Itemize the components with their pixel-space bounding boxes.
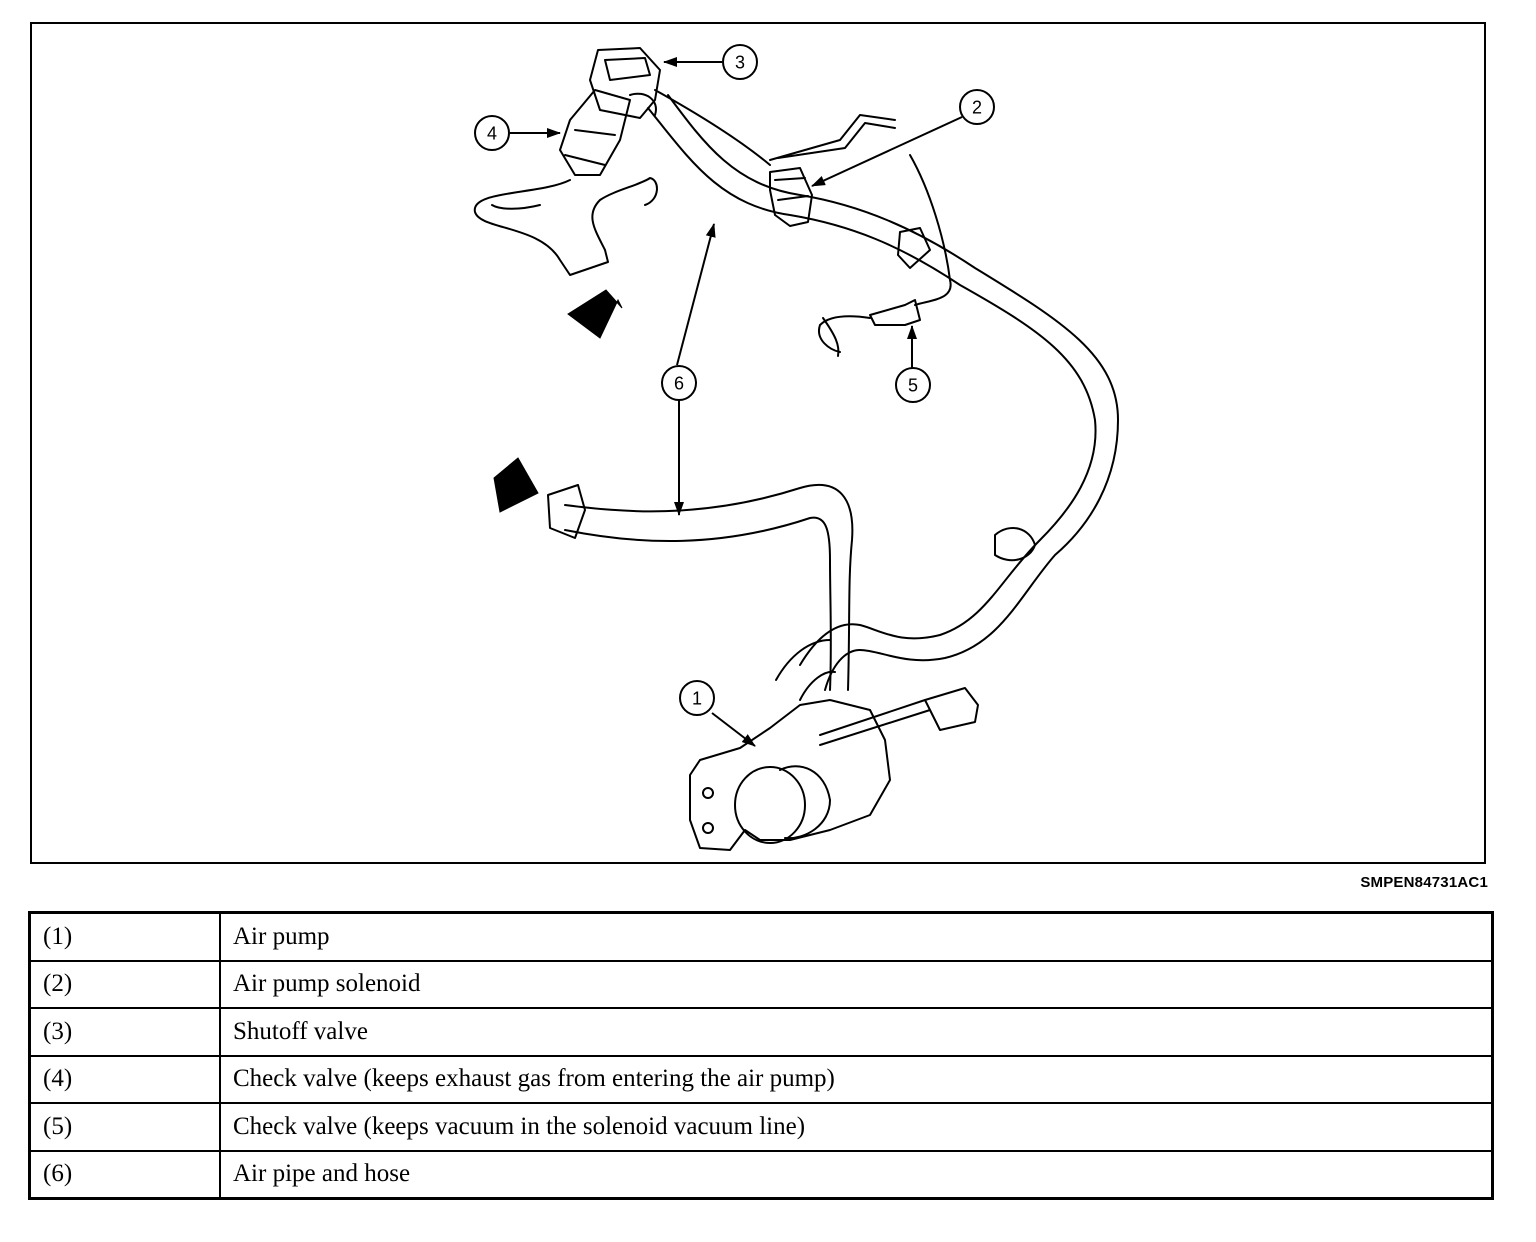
diagram-illustration: 3 4 2 5 6 1 [473, 44, 1119, 851]
table-row: (6) Air pipe and hose [28, 1149, 1494, 1200]
callout-1-label: 1 [692, 689, 702, 709]
exhaust-pipe [473, 177, 658, 276]
pump-connector-wire [819, 709, 931, 746]
table-row: (1) Air pump [28, 911, 1494, 962]
table-row: (4) Check valve (keeps exhaust gas from … [28, 1054, 1494, 1104]
check-valve-body [559, 89, 631, 176]
shutoff-valve-body [589, 47, 661, 119]
callout-5: 5 [895, 367, 931, 403]
callout-4-label: 4 [487, 124, 497, 144]
air-hose-right-inner [667, 94, 1119, 691]
callout-3: 3 [722, 44, 758, 80]
callout-1: 1 [679, 680, 715, 716]
diagram-frame [30, 22, 1486, 864]
legend-number: (1) [28, 911, 221, 962]
leader-line-2 [811, 116, 963, 187]
air-hose-left-inner [564, 516, 832, 691]
legend-number: (6) [28, 1149, 221, 1200]
legend-number: (3) [28, 1007, 221, 1057]
legend-description: Air pump solenoid [219, 959, 1494, 1009]
legend-table: (1) Air pump (2) Air pump solenoid (3) S… [28, 911, 1494, 1200]
figure-code: SMPEN84731AC1 [1360, 874, 1488, 891]
air-hose-left-outer [564, 483, 854, 691]
legend-description: Air pipe and hose [219, 1149, 1494, 1200]
vacuum-line [654, 89, 771, 166]
callout-6-label: 6 [674, 374, 684, 394]
legend-description: Air pump [219, 911, 1494, 962]
callout-2-label: 2 [972, 98, 982, 118]
legend-number: (5) [28, 1102, 221, 1152]
flow-arrow-exhaust [567, 289, 623, 339]
vacuum-check-valve [869, 299, 921, 326]
air-pump-solenoid [769, 167, 813, 227]
leader-line-1 [711, 712, 756, 747]
legend-number: (4) [28, 1054, 221, 1104]
legend-description: Check valve (keeps exhaust gas from ente… [219, 1054, 1494, 1104]
callout-5-label: 5 [908, 376, 918, 396]
legend-description: Shutoff valve [219, 1007, 1494, 1057]
air-pump-housing [689, 699, 891, 851]
leader-line-6-up [676, 223, 716, 366]
legend-number: (2) [28, 959, 221, 1009]
legend-description: Check valve (keeps vacuum in the solenoi… [219, 1102, 1494, 1152]
table-row: (5) Check valve (keeps vacuum in the sol… [28, 1102, 1494, 1152]
callout-6: 6 [661, 365, 697, 401]
callout-2: 2 [959, 89, 995, 125]
callout-3-label: 3 [735, 53, 745, 73]
flow-arrow-inlet [493, 457, 539, 513]
table-row: (3) Shutoff valve [28, 1007, 1494, 1057]
air-hose-right-outer [647, 107, 1097, 666]
callout-4: 4 [474, 115, 510, 151]
hose-joint [897, 227, 931, 269]
hose-clamp-right [994, 526, 1036, 562]
pump-electrical-connector [924, 687, 979, 731]
hose-clamp-left [547, 484, 586, 539]
table-row: (2) Air pump solenoid [28, 959, 1494, 1009]
